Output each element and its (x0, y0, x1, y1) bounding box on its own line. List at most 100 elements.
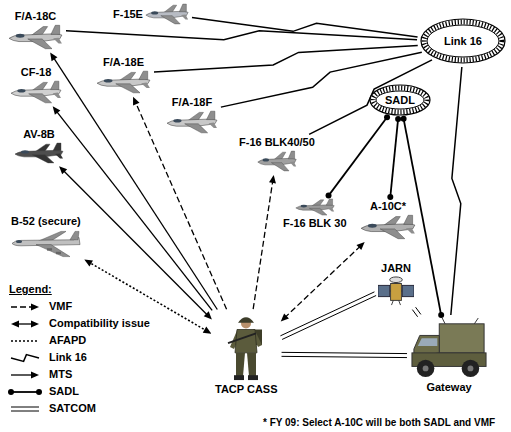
icon-part (185, 124, 208, 133)
arrowhead (11, 320, 19, 327)
equipment-node: F/A-18E (96, 56, 151, 94)
icon-part (53, 38, 62, 44)
link16-line (66, 31, 417, 40)
icon-part (28, 39, 52, 49)
icon-part (47, 248, 52, 250)
aircraft-icon (166, 110, 218, 134)
connector (401, 116, 445, 318)
arrowhead (59, 166, 67, 174)
icon-part (141, 83, 150, 88)
satcom-line (280, 292, 374, 336)
equipment-node: JARN (378, 262, 414, 306)
ring-outer (370, 85, 430, 115)
network-ellipse: Link 16 (420, 18, 506, 64)
connector (309, 60, 432, 135)
arrowhead (281, 313, 289, 321)
legend-label: SADL (48, 385, 80, 398)
link16-line (309, 60, 432, 135)
legend-line-sample (8, 369, 42, 381)
connector (66, 31, 417, 40)
icon-part (16, 240, 22, 243)
network-label: SADL (384, 94, 416, 107)
icon-part (263, 158, 269, 161)
icon-part (406, 228, 415, 234)
arrowhead (203, 327, 212, 334)
equipment-label: B-52 (secure) (10, 215, 82, 228)
connector (53, 106, 212, 310)
icon-part (300, 205, 306, 208)
legend-label: Compatibility issue (48, 317, 151, 330)
equipment-node: F-15E (112, 3, 189, 25)
icon-part (173, 119, 181, 123)
arrowhead (133, 97, 139, 106)
connector (282, 352, 407, 357)
icon-part (247, 353, 256, 376)
equipment-node: B-52 (secure) (10, 215, 82, 259)
sadl-dot (438, 312, 444, 318)
icon-part (368, 224, 377, 228)
legend-sample (11, 340, 39, 341)
arrowhead (269, 175, 276, 183)
equipment-label: JARN (380, 262, 412, 275)
icon-part (404, 215, 413, 224)
sadl-dot (36, 389, 42, 395)
legend-line-sample (8, 335, 42, 347)
vmf-line (135, 101, 226, 309)
icon-part (104, 79, 113, 83)
connector (387, 116, 401, 200)
sadl-line (11, 391, 39, 393)
icon-part (16, 34, 25, 38)
equipment-label: F/A-18C (14, 10, 58, 23)
icon-part (151, 11, 158, 14)
arrowhead (204, 311, 212, 319)
equipment-label: F-15E (112, 8, 144, 21)
arrowhead (50, 53, 57, 62)
legend-row: VMF (8, 300, 73, 313)
footnote: * FY 09: Select A-10C will be both SADL … (262, 416, 496, 429)
vmf-line (11, 306, 34, 307)
satcom-line (282, 352, 407, 353)
legend-label: VMF (48, 300, 73, 313)
connector (50, 53, 217, 310)
icon-part (271, 163, 289, 171)
satcom-line (282, 295, 376, 339)
connector (59, 166, 212, 319)
soldier-icon (226, 312, 266, 382)
icon-part (29, 94, 52, 103)
legend-sample (11, 320, 39, 327)
equipment-node: F-16 BLK 30 (282, 198, 348, 230)
icon-part (290, 162, 296, 167)
connector (326, 114, 391, 198)
legend-row: Link 16 (8, 351, 88, 364)
aircraft-icon (257, 150, 297, 172)
equipment-node: AV-8B (14, 128, 64, 164)
satellite-icon (378, 276, 414, 306)
aircraft-icon (11, 229, 81, 259)
icon-part (56, 252, 61, 254)
vmf-line (284, 245, 361, 317)
sadl-dot (395, 116, 401, 122)
aircraft-icon (8, 24, 63, 50)
sadl-dot (401, 116, 407, 122)
equipment-node: F-16 BLK40/50 (238, 136, 316, 172)
vehicle-icon (410, 318, 488, 380)
sadl-line (390, 119, 398, 197)
icon-part (234, 375, 244, 380)
equipment-node: A-10C* (360, 200, 416, 240)
sadl-dot (384, 114, 390, 120)
arrowhead (31, 371, 39, 378)
link16-line (192, 18, 418, 37)
icon-part (439, 324, 484, 353)
vmf-line (253, 180, 273, 309)
icon-part (235, 330, 257, 353)
icon-part (378, 285, 390, 296)
equipment-node: F/A-18F (166, 96, 218, 134)
icon-part (53, 143, 61, 151)
legend-label: SATCOM (48, 402, 97, 415)
equipment-node: TACP CASS (214, 312, 279, 396)
equipment-label: CF-18 (20, 66, 53, 79)
legend-row: SADL (8, 385, 80, 398)
legend-row: SATCOM (8, 402, 97, 415)
ring-hatch (424, 22, 502, 60)
legend-row: Compatibility issue (8, 317, 151, 330)
